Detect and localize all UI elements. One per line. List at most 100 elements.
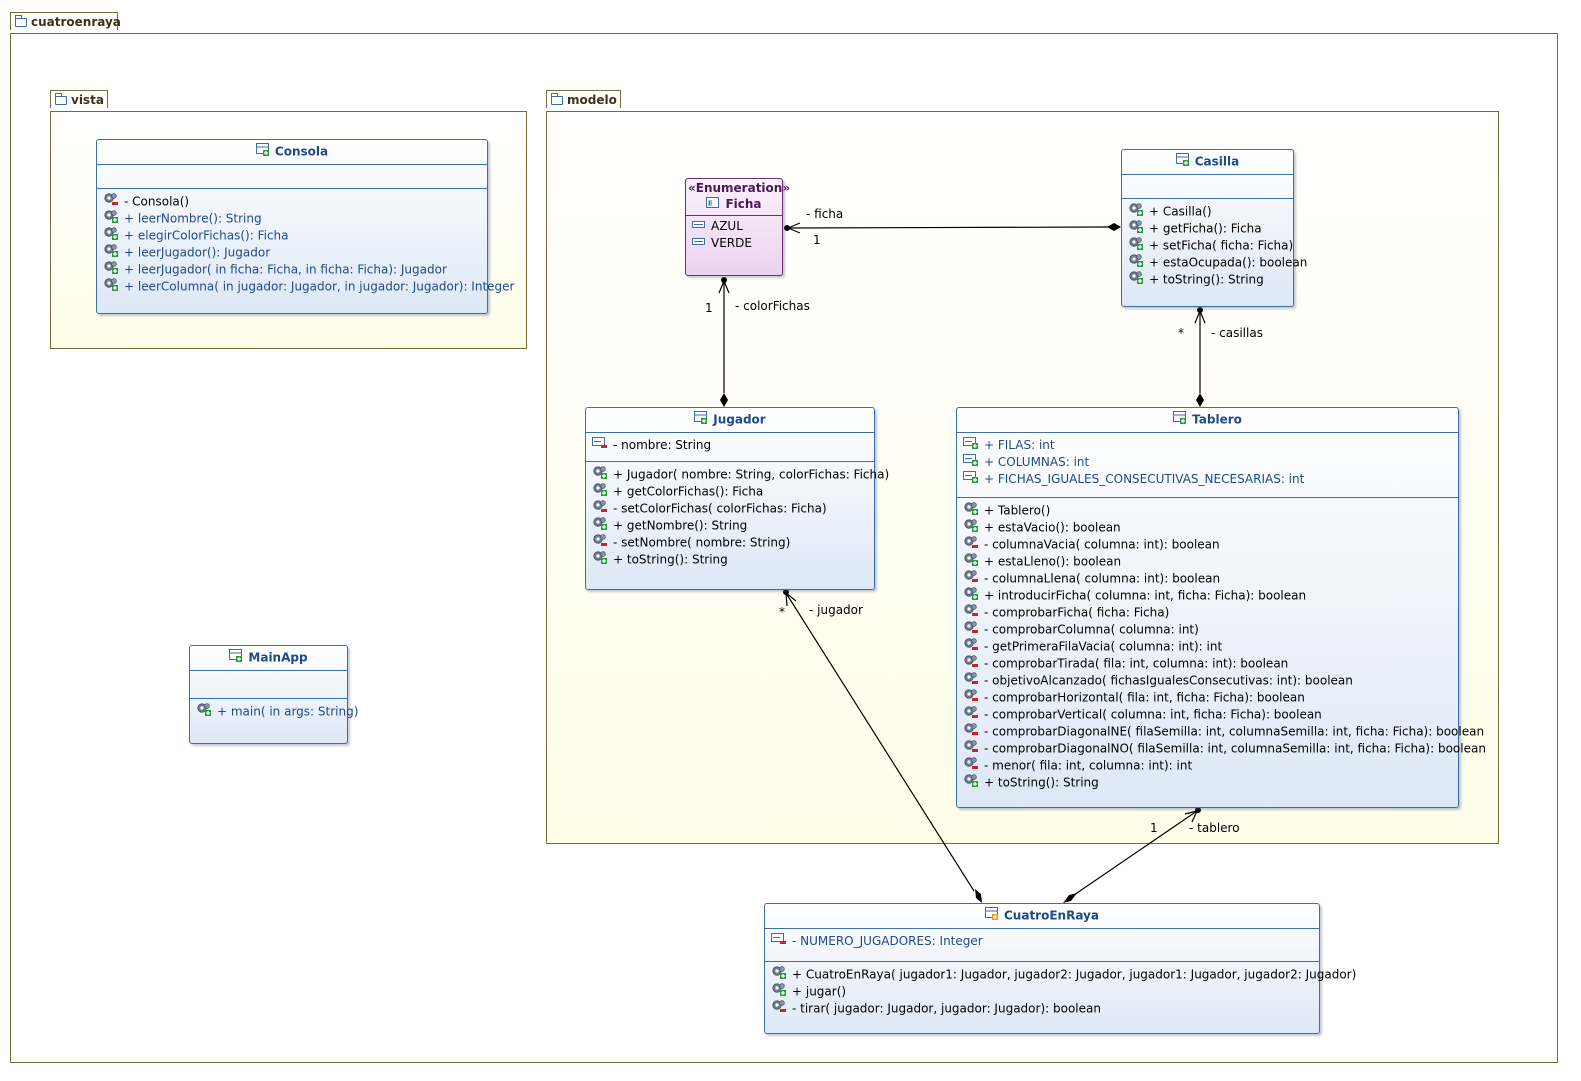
operation-row[interactable]: + introducirFicha( columna: int, ficha: … (957, 586, 1458, 603)
attribute-public-icon (963, 470, 979, 489)
operation-row[interactable]: + Jugador( nombre: String, colorFichas: … (586, 465, 889, 482)
package-name: cuatroenraya (31, 15, 121, 29)
operation-row[interactable]: + leerColumna( in jugador: Jugador, in j… (97, 277, 514, 297)
operations-section: + Tablero()+ estaVacio(): boolean- colum… (957, 498, 1486, 794)
mult-colorfichas: 1 (705, 301, 713, 315)
operation-text: + toString(): String (613, 552, 728, 567)
operations-section: + main( in args: String) (190, 699, 358, 723)
operation-row[interactable]: + leerJugador( in ficha: Ficha, in ficha… (97, 260, 487, 277)
operation-text: + introducirFicha( columna: int, ficha: … (984, 588, 1307, 603)
operation-row[interactable]: - menor( fila: int, columna: int): int (957, 756, 1458, 773)
operation-row[interactable]: - setNombre( nombre: String) (586, 533, 874, 550)
operation-row[interactable]: - comprobarDiagonalNO( filaSemilla: int,… (957, 739, 1486, 759)
attribute-row[interactable]: + FILAS: int (957, 436, 1458, 453)
operation-row[interactable]: + Tablero() (957, 501, 1458, 518)
class-jugador[interactable]: Jugador - nombre: String + Jugador( nomb… (585, 407, 889, 590)
attribute-row[interactable]: - NUMERO_JUGADORES: Integer (765, 932, 1319, 949)
operation-private-icon (963, 654, 979, 674)
operation-row[interactable]: + CuatroEnRaya( jugador1: Jugador, jugad… (765, 965, 1356, 982)
mult-jugador: * (779, 605, 785, 619)
operation-row[interactable]: + estaOcupada(): boolean (1122, 253, 1307, 270)
operation-row[interactable]: - comprobarFicha( ficha: Ficha) (957, 603, 1458, 620)
operation-row[interactable]: + getFicha(): Ficha (1122, 219, 1293, 236)
association-cuatroenraya-tablero[interactable] (1063, 807, 1201, 903)
operation-row[interactable]: - Consola() (97, 192, 487, 209)
operation-row[interactable]: + main( in args: String) (190, 702, 358, 719)
operation-text: + leerNombre(): String (124, 211, 262, 226)
operation-public-icon (771, 982, 787, 1002)
operation-row[interactable]: - comprobarHorizontal( fila: int, ficha:… (957, 688, 1458, 705)
package-tab-vista[interactable]: vista (50, 90, 108, 108)
operation-row[interactable]: + setFicha( ficha: Ficha) (1122, 236, 1293, 253)
role-casillas: - casillas (1211, 326, 1263, 340)
operation-row[interactable]: - comprobarVertical( columna: int, ficha… (957, 705, 1458, 722)
operation-text: - comprobarFicha( ficha: Ficha) (984, 605, 1170, 620)
operation-row[interactable]: + toString(): String (1122, 270, 1293, 287)
association-cuatroenraya-jugador[interactable] (783, 589, 982, 903)
attribute-row[interactable]: + COLUMNAS: int (957, 453, 1458, 470)
operation-private-icon (963, 739, 979, 759)
package-tab-modelo[interactable]: modelo (546, 90, 621, 108)
operation-row[interactable]: + toString(): String (586, 550, 874, 567)
operation-text: - setColorFichas( colorFichas: Ficha) (613, 501, 827, 516)
role-ficha: - ficha (806, 207, 844, 221)
association-tablero-casilla[interactable] (1194, 307, 1206, 407)
class-header: CuatroEnRaya (765, 904, 1319, 929)
operation-public-icon (103, 277, 119, 297)
operation-text: - comprobarVertical( columna: int, ficha… (984, 707, 1322, 722)
operation-public-icon (103, 226, 119, 246)
operation-text: - getPrimeraFilaVacia( columna: int): in… (984, 639, 1223, 654)
operation-row[interactable]: + estaLleno(): boolean (957, 552, 1458, 569)
operation-row[interactable]: + Casilla() (1122, 202, 1293, 219)
operation-row[interactable]: - comprobarColumna( columna: int) (957, 620, 1458, 637)
operation-row[interactable]: + leerJugador(): Jugador (97, 243, 487, 260)
enum-literal[interactable]: VERDE (686, 235, 782, 252)
operation-row[interactable]: + getColorFichas(): Ficha (586, 482, 874, 499)
class-tablero[interactable]: Tablero + FILAS: int+ COLUMNAS: int+ FIC… (956, 407, 1486, 808)
operation-text: + estaOcupada(): boolean (1149, 255, 1308, 270)
attributes-section: - NUMERO_JUGADORES: Integer (765, 929, 1319, 962)
class-icon (694, 411, 708, 429)
package-name: vista (71, 93, 104, 107)
operation-text: - comprobarColumna( columna: int) (984, 622, 1199, 637)
package-name: modelo (567, 93, 617, 107)
operation-text: - columnaLlena( columna: int): boolean (984, 571, 1221, 586)
operation-row[interactable]: - setColorFichas( colorFichas: Ficha) (586, 499, 874, 516)
operation-row[interactable]: + estaVacio(): boolean (957, 518, 1458, 535)
operation-row[interactable]: + elegirColorFichas(): Ficha (97, 226, 487, 243)
attribute-row[interactable]: + FICHAS_IGUALES_CONSECUTIVAS_NECESARIAS… (957, 470, 1458, 487)
association-jugador-ficha[interactable] (718, 277, 730, 407)
operation-row[interactable]: - comprobarDiagonalNE( filaSemilla: int,… (957, 722, 1484, 742)
operation-row[interactable]: + leerNombre(): String (97, 209, 487, 226)
operation-text: + CuatroEnRaya( jugador1: Jugador, jugad… (792, 967, 1357, 982)
operation-public-icon (592, 516, 608, 536)
operation-private-icon (963, 722, 979, 742)
association-casilla-ficha[interactable] (784, 222, 1121, 234)
package-tab-cuatroenraya[interactable]: cuatroenraya (10, 12, 121, 30)
operation-row[interactable]: - tirar( jugador: Jugador, jugador: Juga… (765, 999, 1319, 1016)
class-consola[interactable]: Consola - Consola()+ leerNombre(): Strin… (96, 139, 514, 314)
operation-private-icon (963, 705, 979, 725)
operation-text: + estaLleno(): boolean (984, 554, 1122, 569)
operation-row[interactable]: - comprobarTirada( fila: int, columna: i… (957, 654, 1458, 671)
operation-row[interactable]: - columnaLlena( columna: int): boolean (957, 569, 1458, 586)
attribute-row[interactable]: - nombre: String (586, 436, 874, 453)
operation-row[interactable]: + getNombre(): String (586, 516, 874, 533)
attribute-text: - nombre: String (613, 438, 712, 452)
class-casilla[interactable]: Casilla + Casilla()+ getFicha(): Ficha+ … (1121, 149, 1307, 307)
folder-icon (15, 15, 27, 27)
operation-row[interactable]: - getPrimeraFilaVacia( columna: int): in… (957, 637, 1458, 654)
enum-literal[interactable]: AZUL (686, 218, 782, 235)
class-icon (1173, 411, 1187, 429)
operations-section: + Casilla()+ getFicha(): Ficha+ setFicha… (1122, 199, 1307, 291)
class-mainapp[interactable]: MainApp + main( in args: String) (189, 645, 358, 744)
class-cuatroenraya[interactable]: CuatroEnRaya - NUMERO_JUGADORES: Integer… (764, 903, 1356, 1034)
operation-text: + Casilla() (1149, 204, 1212, 219)
operation-row[interactable]: - columnaVacia( columna: int): boolean (957, 535, 1458, 552)
operation-row[interactable]: + jugar() (765, 982, 1319, 999)
operation-row[interactable]: + toString(): String (957, 773, 1458, 790)
operation-row[interactable]: - objetivoAlcanzado( fichasIgualesConsec… (957, 671, 1458, 688)
operation-public-icon (1128, 236, 1144, 256)
class-icon (229, 649, 243, 667)
